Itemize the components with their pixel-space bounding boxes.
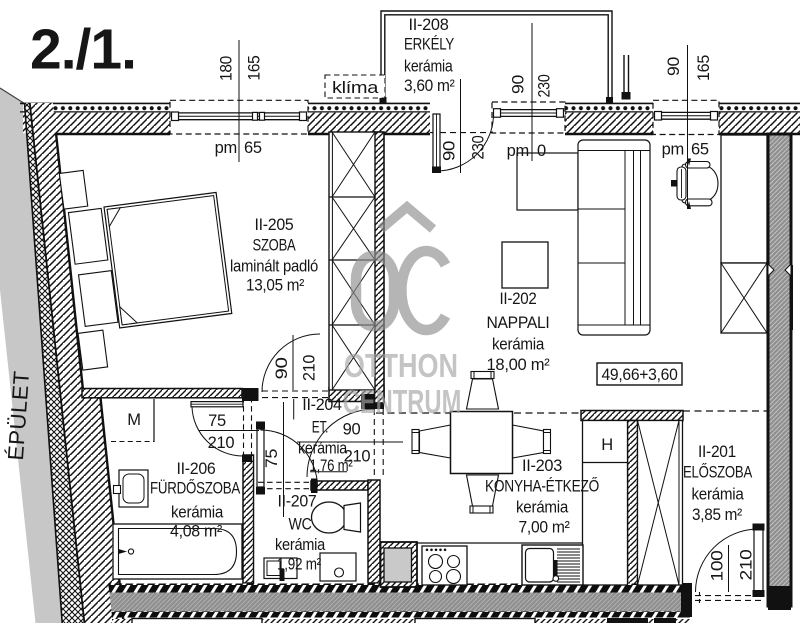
svg-text:210: 210: [344, 448, 371, 466]
svg-text:II-201: II-201: [698, 443, 736, 461]
svg-text:3,60 m²: 3,60 m²: [404, 77, 455, 95]
svg-text:90: 90: [665, 57, 683, 76]
svg-text:pm: pm: [215, 139, 237, 157]
svg-text:CENTRUM: CENTRUM: [343, 384, 462, 421]
svg-text:pm: pm: [662, 141, 684, 159]
svg-text:230: 230: [470, 135, 488, 159]
svg-text:OTTHON: OTTHON: [344, 349, 458, 385]
svg-text:65: 65: [244, 139, 262, 157]
svg-text:klíma: klíma: [332, 79, 379, 97]
svg-text:165: 165: [695, 55, 713, 81]
svg-text:kerámia: kerámia: [492, 336, 545, 354]
svg-text:II-203: II-203: [522, 457, 562, 475]
svg-text:0: 0: [537, 142, 546, 160]
svg-text:kerámia: kerámia: [516, 499, 569, 517]
svg-text:II-205: II-205: [255, 216, 294, 234]
svg-text:4,08 m²: 4,08 m²: [170, 523, 223, 541]
svg-text:7,00 m²: 7,00 m²: [519, 519, 571, 537]
svg-text:II-206: II-206: [177, 460, 216, 478]
svg-text:ET.: ET.: [312, 419, 329, 437]
svg-text:2./1.: 2./1.: [30, 18, 136, 82]
svg-text:pm: pm: [507, 142, 529, 160]
svg-text:90: 90: [441, 141, 459, 161]
svg-text:KONYHA-ÉTKEZŐ: KONYHA-ÉTKEZŐ: [485, 477, 599, 496]
svg-text:1,92 m²: 1,92 m²: [277, 556, 322, 574]
svg-text:ERKÉLY: ERKÉLY: [404, 35, 454, 54]
svg-text:II-208: II-208: [409, 16, 449, 34]
svg-text:18,00 m²: 18,00 m²: [487, 356, 551, 374]
svg-text:ELŐSZOBA: ELŐSZOBA: [683, 463, 752, 482]
svg-text:kerámia: kerámia: [692, 486, 745, 504]
svg-text:3,85 m²: 3,85 m²: [692, 506, 743, 524]
svg-text:65: 65: [691, 141, 709, 159]
svg-text:laminált padló: laminált padló: [230, 257, 318, 275]
svg-text:1,76 m²: 1,76 m²: [310, 457, 354, 475]
svg-text:NAPPALI: NAPPALI: [487, 314, 550, 332]
svg-text:230: 230: [536, 74, 554, 97]
svg-text:H: H: [601, 436, 613, 454]
svg-text:13,05 m²: 13,05 m²: [246, 276, 305, 294]
svg-text:210: 210: [738, 549, 756, 580]
svg-text:kerámia: kerámia: [298, 440, 348, 458]
svg-text:kerámia: kerámia: [275, 536, 326, 554]
svg-text:49,66+3,60: 49,66+3,60: [602, 366, 678, 384]
svg-text:165: 165: [246, 55, 264, 80]
svg-text:M: M: [127, 411, 140, 429]
svg-text:WC: WC: [289, 516, 312, 534]
svg-text:90: 90: [343, 421, 361, 439]
svg-text:100: 100: [709, 550, 727, 581]
svg-text:SZOBA: SZOBA: [253, 237, 296, 255]
svg-text:210: 210: [208, 434, 235, 452]
svg-text:210: 210: [301, 355, 319, 381]
svg-text:75: 75: [263, 449, 281, 468]
svg-text:II-204: II-204: [302, 396, 342, 414]
svg-text:FÜRDŐSZOBA: FÜRDŐSZOBA: [150, 479, 240, 498]
svg-text:kerámia: kerámia: [171, 504, 224, 522]
svg-text:180: 180: [218, 56, 236, 81]
svg-text:75: 75: [208, 412, 226, 430]
svg-text:II-202: II-202: [500, 290, 537, 308]
svg-text:II-207: II-207: [278, 493, 317, 511]
svg-text:90: 90: [510, 75, 528, 94]
svg-text:90: 90: [273, 357, 291, 379]
svg-text:kerámia: kerámia: [404, 58, 453, 76]
